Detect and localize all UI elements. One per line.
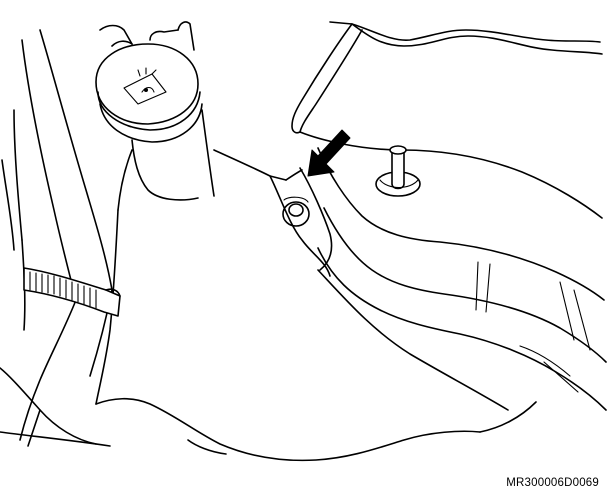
- reservoir-bracket: [95, 167, 537, 462]
- windshield-washer-icon: [123, 67, 167, 105]
- washer-reservoir: [95, 21, 303, 211]
- cover-stud: [375, 145, 421, 197]
- engine-cover-panel: [291, 21, 607, 411]
- lower-panel: [0, 159, 227, 455]
- arrow-pointer-icon: [307, 129, 351, 177]
- figure-reference-code: MR300006D0069: [506, 477, 599, 489]
- hose-with-clamp: [13, 29, 121, 441]
- mounting-bolt: [282, 196, 310, 227]
